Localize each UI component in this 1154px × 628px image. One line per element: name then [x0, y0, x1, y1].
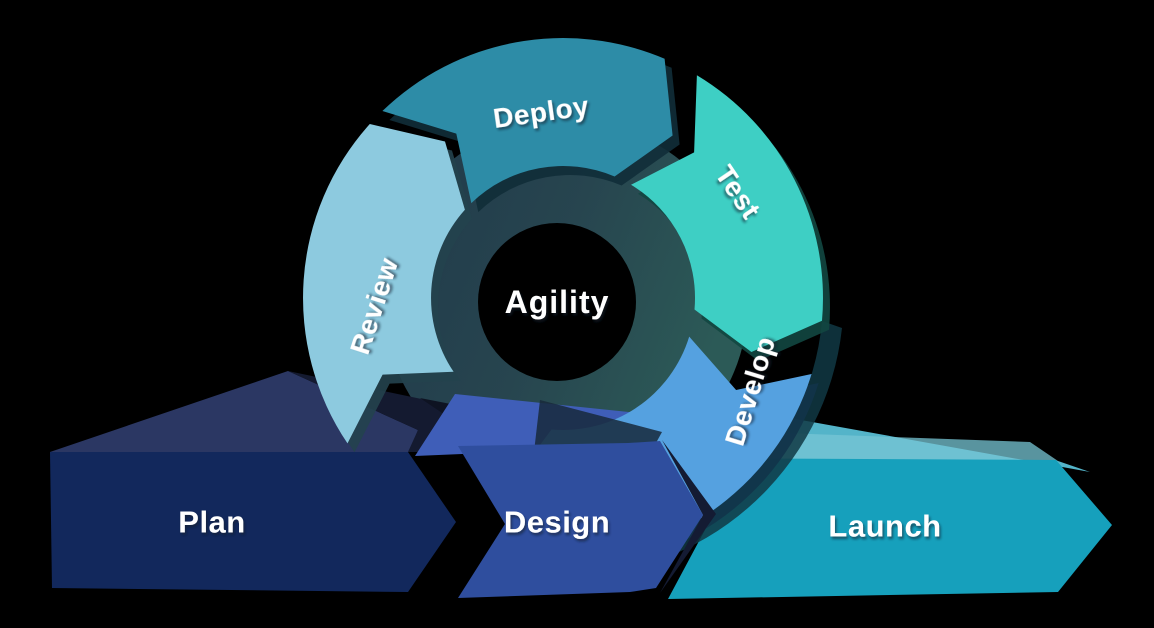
cycle-segment-deploy: [382, 38, 673, 204]
design-arrow-bevel: [660, 440, 716, 593]
cycle-segment-test: [631, 75, 823, 352]
flow-arrow-plan: [50, 452, 456, 592]
cycle-center-hole: [478, 223, 636, 381]
flow-label-design: Design: [504, 505, 610, 540]
flow-label-plan: Plan: [178, 505, 245, 540]
cycle-segment-review: [303, 124, 465, 444]
flow-arrow-launch: [662, 458, 1112, 599]
center-label: Agility: [505, 284, 610, 320]
flow-label-launch: Launch: [828, 509, 941, 544]
flow-arrow-design: [458, 441, 703, 598]
